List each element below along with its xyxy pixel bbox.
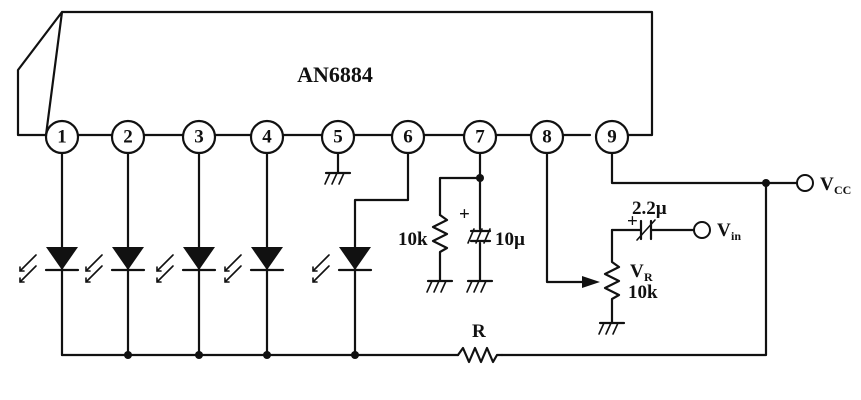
pin-1-label: 1 bbox=[57, 127, 67, 148]
vin-terminal-icon bbox=[693, 221, 711, 239]
led-1-icon bbox=[19, 247, 80, 283]
cap-pin7-plus: + bbox=[459, 204, 470, 225]
junction-bus-2 bbox=[195, 351, 203, 359]
pin-2-label: 2 bbox=[123, 127, 133, 148]
led-2-icon bbox=[85, 247, 146, 283]
pin-7: 7 bbox=[462, 119, 498, 155]
wire-pin7-node bbox=[438, 151, 482, 217]
pin-8: 8 bbox=[529, 119, 565, 155]
pin-1: 1 bbox=[44, 119, 80, 155]
resistor-r-label: R bbox=[472, 321, 486, 342]
vin-label-sub: in bbox=[731, 229, 741, 243]
ground-vr-icon bbox=[598, 321, 626, 335]
junction-bus-4 bbox=[351, 351, 359, 359]
pin-8-label: 8 bbox=[542, 127, 552, 148]
pin-9-label: 9 bbox=[607, 127, 617, 148]
led-3-icon bbox=[156, 247, 217, 283]
pin-5: 5 bbox=[320, 119, 356, 155]
cap-2-2u-label: 2.2µ bbox=[632, 198, 667, 219]
led-5-icon bbox=[312, 247, 373, 283]
wire-pin8-wiper bbox=[545, 151, 594, 284]
vcc-label-main: V bbox=[820, 174, 834, 195]
pin-6-label: 6 bbox=[403, 127, 413, 148]
pin-4-label: 4 bbox=[262, 127, 272, 148]
ground-res-pin7-icon bbox=[426, 279, 454, 293]
ic-part-number: AN6884 bbox=[297, 62, 373, 87]
resistor-10k-pin7 bbox=[431, 213, 449, 282]
pin-6: 6 bbox=[390, 119, 426, 155]
pin-2: 2 bbox=[110, 119, 146, 155]
vr-label-main: V bbox=[630, 261, 644, 282]
capacitor-10u-pin7-icon bbox=[467, 228, 492, 244]
resistor-10k-pin7-label: 10k bbox=[398, 229, 428, 250]
cap-input-plus: + bbox=[627, 211, 638, 232]
ground-cap-pin7-icon bbox=[466, 279, 494, 293]
pin-7-label: 7 bbox=[475, 127, 485, 148]
variable-resistor-vr bbox=[603, 228, 621, 324]
junction-bus-1 bbox=[124, 351, 132, 359]
led-4-icon bbox=[224, 247, 285, 283]
pin-5-label: 5 bbox=[333, 127, 343, 148]
wire-pin9-vcc bbox=[610, 151, 799, 185]
vr-label-sub: R bbox=[644, 270, 653, 284]
pin-3-label: 3 bbox=[194, 127, 204, 148]
ground-pin5-icon bbox=[324, 171, 352, 185]
wire-pin6-led bbox=[353, 151, 410, 357]
resistor-r bbox=[456, 346, 504, 364]
pin-9: 9 bbox=[594, 119, 630, 155]
vin-label-main: V bbox=[717, 220, 731, 241]
pin-4: 4 bbox=[249, 119, 285, 155]
pin-3: 3 bbox=[181, 119, 217, 155]
wiper-arrow-icon bbox=[582, 276, 600, 288]
vr-value-label: 10k bbox=[628, 282, 658, 303]
vcc-label-sub: CC bbox=[834, 183, 851, 197]
junction-bus-3 bbox=[263, 351, 271, 359]
wire-vcc-down bbox=[500, 181, 768, 357]
vcc-terminal-icon bbox=[796, 174, 814, 192]
cap-10u-pin7-label: 10µ bbox=[495, 229, 525, 250]
ic-package-outline bbox=[16, 10, 654, 137]
